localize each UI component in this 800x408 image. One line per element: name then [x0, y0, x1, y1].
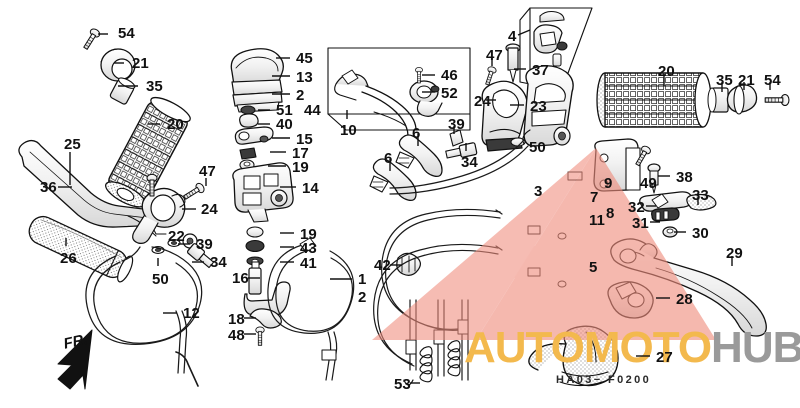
callout-number: 50 [529, 139, 546, 156]
callout-number: 21 [738, 72, 755, 89]
callout-number: 49 [640, 175, 657, 192]
callout-number: 6 [384, 150, 393, 167]
inset-box-4 [519, 7, 593, 85]
callout-number: 38 [676, 169, 693, 186]
callout-number: 21 [132, 55, 149, 72]
clamp-18-48 [249, 308, 282, 346]
callout-number: 39 [448, 116, 465, 133]
callout-number: 40 [276, 116, 293, 133]
callout-number: 9 [604, 175, 613, 192]
callout-number: 54 [764, 72, 781, 89]
callout-number: 51 [276, 102, 293, 119]
callout-number: 52 [441, 85, 458, 102]
callout-number: 16 [232, 270, 249, 287]
callout-number: 29 [726, 245, 743, 262]
callout-number: 47 [486, 47, 503, 64]
callout-number: 31 [632, 215, 649, 232]
callout-number: 35 [146, 78, 163, 95]
callout-number: 12 [183, 305, 200, 322]
cable-guide-16 [243, 261, 291, 317]
callout-number: 6 [412, 125, 421, 142]
master-cylinder-13 [230, 48, 284, 113]
callout-number: 27 [656, 349, 673, 366]
callout-number: 2 [358, 289, 367, 306]
switch-housing-14 [232, 162, 294, 223]
callout-number: 10 [340, 122, 357, 139]
diagram-part-code: HA03− F0200 [556, 374, 652, 386]
right-grip-assembly [596, 72, 790, 128]
pivot-bolt-37 [505, 43, 521, 83]
callout-number: 44 [304, 102, 321, 119]
callout-number: 53 [394, 376, 411, 393]
callout-number: 37 [532, 62, 549, 79]
callout-number: 25 [64, 136, 81, 153]
callout-number: 46 [441, 67, 458, 84]
callout-number: 19 [300, 226, 317, 243]
callout-number: 13 [296, 69, 313, 86]
callout-number: 20 [167, 116, 184, 133]
callout-number: 3 [534, 183, 543, 200]
callout-number: 39 [196, 236, 213, 253]
callout-number: 17 [292, 145, 309, 162]
clutch-cable-12 [85, 246, 203, 387]
left-grip-assembly [80, 26, 191, 208]
callout-number: 54 [118, 25, 135, 42]
throttle-housing [522, 65, 574, 147]
lever-grip-26 [28, 215, 134, 283]
callout-number: 32 [628, 199, 645, 216]
callout-number: 11 [589, 212, 605, 229]
callout-number: 34 [210, 254, 227, 271]
switch-hardware-stack [234, 105, 274, 171]
callout-number: 15 [296, 131, 313, 148]
watermark-text-primary: AUTOMOTO [464, 323, 712, 372]
watermark-text-secondary: HUB [711, 323, 800, 372]
lever-holder-24 [132, 173, 207, 244]
watermark-text: AUTOMOTOHUB [464, 322, 800, 374]
callout-number: 22 [168, 228, 185, 245]
right-lever-holder-23 [481, 65, 528, 152]
callout-number: 5 [589, 259, 598, 276]
callout-number: 26 [60, 250, 77, 267]
rubber-cover-27 [528, 325, 619, 387]
callout-number: 36 [40, 179, 57, 196]
callout-number: 14 [302, 180, 319, 197]
callout-number: 43 [300, 240, 317, 257]
callout-number: 23 [530, 98, 547, 115]
callout-number: 47 [199, 163, 216, 180]
callout-number: 1 [358, 271, 367, 288]
callout-number: 45 [296, 50, 313, 67]
callout-number: 19 [292, 159, 309, 176]
callout-number: 34 [461, 154, 478, 171]
callout-number: 18 [228, 311, 245, 328]
callout-leader [517, 29, 531, 36]
callout-number: 4 [508, 28, 517, 45]
callout-number: 24 [201, 201, 218, 218]
callout-number: 50 [152, 271, 169, 288]
throttle-cable-1-2 [267, 237, 355, 381]
front-direction-arrow [57, 329, 93, 390]
callout-number: 30 [692, 225, 709, 242]
callout-number: 24 [474, 93, 491, 110]
callout-number: 2 [296, 87, 305, 104]
callout-number: 41 [300, 255, 317, 272]
callout-number: 35 [716, 72, 733, 89]
callout-number: 48 [228, 327, 245, 344]
callout-number: 8 [606, 205, 615, 222]
callout-number: 33 [692, 187, 709, 204]
callout-number: 7 [590, 189, 599, 206]
callout-number: 28 [676, 291, 693, 308]
callout-number: 20 [658, 63, 675, 80]
callout-number: 42 [374, 257, 391, 274]
